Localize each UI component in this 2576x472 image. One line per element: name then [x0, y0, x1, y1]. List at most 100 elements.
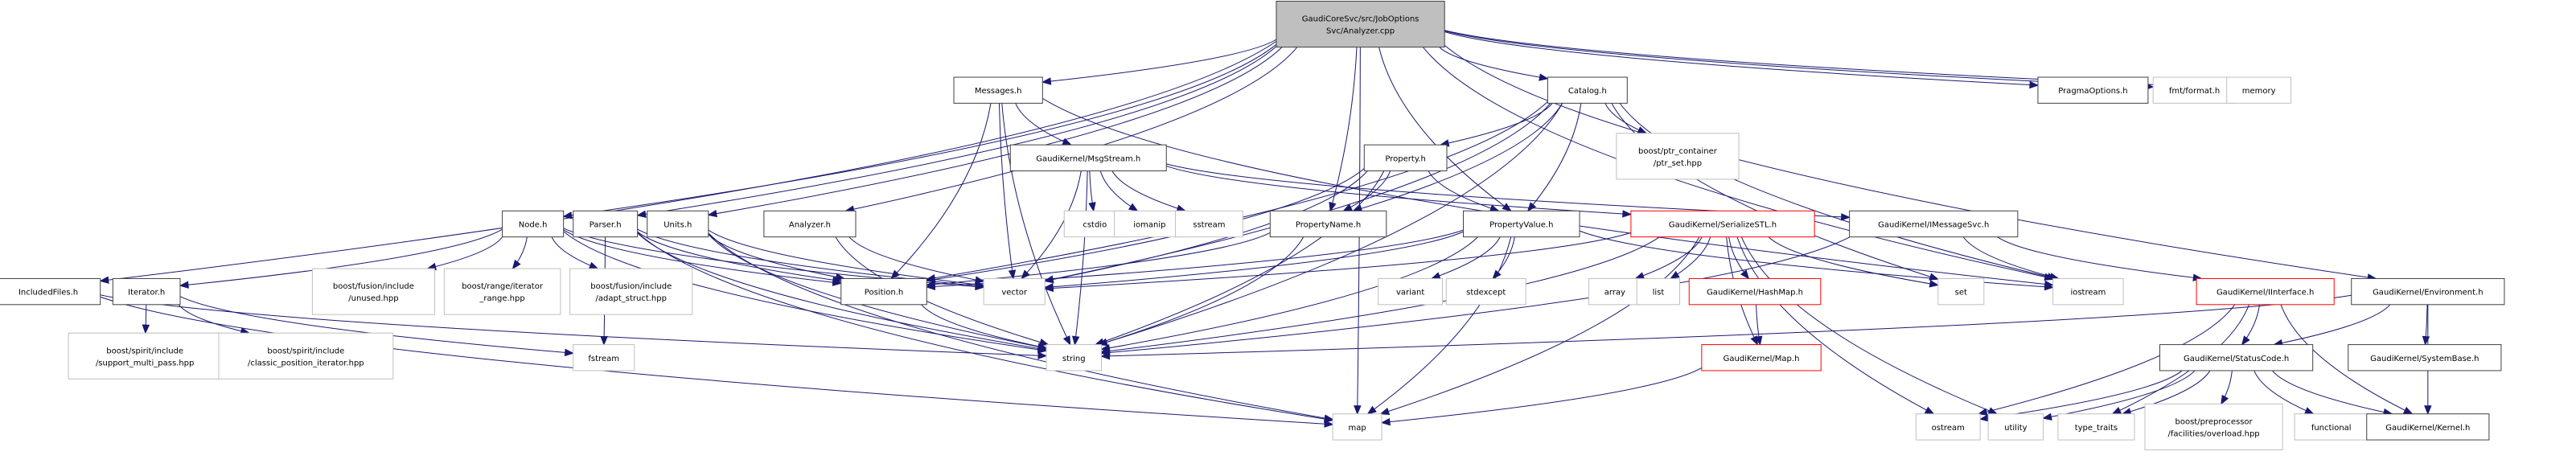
- node-includedfiles[interactable]: IncludedFiles.h: [0, 277, 101, 306]
- node-box: [1445, 277, 1526, 306]
- node-multipass: boost/spirit/include/support_multi_pass.…: [68, 332, 222, 380]
- node-variant: variant: [1378, 277, 1444, 306]
- node-label: stdexcept: [1466, 289, 1506, 298]
- node-environment[interactable]: GaudiKernel/Environment.h: [2351, 277, 2505, 306]
- node-serializestl[interactable]: GaudiKernel/SerializeSTL.h: [1630, 210, 1815, 238]
- node-box: [647, 210, 709, 238]
- edge-root-to-fmtformat: [1444, 30, 2154, 88]
- arrowhead-icon: [1128, 203, 1139, 212]
- node-units[interactable]: Units.h: [647, 210, 709, 238]
- node-systembase[interactable]: GaudiKernel/SystemBase.h: [2348, 344, 2502, 371]
- node-label: boost/fusion/include: [590, 282, 672, 291]
- arrowhead-icon: [1366, 405, 1377, 415]
- edge-property-to-vector: [1045, 170, 1368, 282]
- node-box: [311, 268, 436, 315]
- arrowhead-icon: [142, 324, 150, 335]
- node-label: GaudiKernel/IMessageSvc.h: [1878, 220, 1989, 229]
- node-propertyvalue[interactable]: PropertyValue.h: [1463, 210, 1580, 238]
- node-messages[interactable]: Messages.h: [953, 76, 1043, 104]
- node-label: PropertyValue.h: [1489, 220, 1553, 229]
- edge-imessagesvc-to-iostream: [1962, 236, 2059, 279]
- edge-propertyvalue-to-position: [926, 229, 1464, 288]
- arrowhead-icon: [636, 210, 647, 218]
- node-statuscode[interactable]: GaudiKernel/StatusCode.h: [2159, 344, 2314, 371]
- arrowhead-icon: [1072, 335, 1080, 346]
- edge-catalog-to-set: [1611, 103, 1938, 280]
- node-label: sstream: [1193, 220, 1225, 229]
- node-sstream: sstream: [1175, 210, 1243, 238]
- node-property[interactable]: Property.h: [1363, 144, 1448, 172]
- node-label: boost/preprocessor: [2175, 417, 2253, 426]
- arrowhead-icon: [562, 211, 573, 220]
- node-analyzer[interactable]: Analyzer.h: [763, 210, 857, 238]
- edge-statuscode-to-functional: [2253, 370, 2314, 415]
- node-box: [2159, 344, 2314, 371]
- arrowhead-icon: [1324, 420, 1334, 428]
- node-box: [983, 277, 1046, 306]
- node-imessagesvc[interactable]: GaudiKernel/IMessageSvc.h: [1849, 210, 2019, 238]
- node-box: [573, 344, 635, 371]
- node-box: [2196, 277, 2335, 306]
- node-box: [2037, 76, 2149, 104]
- node-iinterface[interactable]: GaudiKernel/IInterface.h: [2196, 277, 2335, 306]
- arrowhead-icon: [1100, 352, 1111, 360]
- arrowhead-icon: [1097, 338, 1108, 347]
- node-kernel[interactable]: GaudiKernel/Kernel.h: [2366, 413, 2490, 441]
- node-hashmap[interactable]: GaudiKernel/HashMap.h: [1688, 277, 1822, 306]
- node-label: ostream: [1932, 424, 1965, 433]
- node-box: [1175, 210, 1243, 238]
- node-parser[interactable]: Parser.h: [573, 210, 639, 238]
- node-label: Position.h: [865, 289, 903, 298]
- node-box: [1915, 413, 1981, 441]
- node-label: boost/fusion/include: [333, 282, 414, 291]
- node-label: /unused.hpp: [348, 294, 398, 303]
- arrowhead-icon: [564, 348, 575, 357]
- node-iterator[interactable]: Iterator.h: [112, 277, 181, 306]
- node-array: array: [1588, 277, 1641, 306]
- node-root[interactable]: GaudiCoreSvc/src/JobOptionsSvc/Analyzer.…: [1276, 1, 1445, 48]
- node-box: [2226, 76, 2292, 104]
- node-position[interactable]: Position.h: [840, 277, 927, 306]
- node-msgstream[interactable]: GaudiKernel/MsgStream.h: [1009, 144, 1167, 172]
- arrowhead-icon: [512, 259, 521, 270]
- edge-msgstream-to-string: [1074, 170, 1088, 345]
- node-label: Analyzer.h: [789, 220, 831, 229]
- edge-root-to-pragmaoptions: [1444, 31, 2038, 86]
- node-label: set: [1955, 289, 1967, 298]
- arrowhead-icon: [179, 281, 189, 289]
- node-box: [1332, 413, 1382, 441]
- node-catalog[interactable]: Catalog.h: [1547, 76, 1628, 104]
- node-node[interactable]: Node.h: [502, 210, 565, 238]
- edge-root-to-environment: [1444, 44, 2377, 279]
- node-box: [573, 210, 639, 238]
- arrowhead-icon: [925, 275, 936, 284]
- node-pragmaoptions[interactable]: PragmaOptions.h: [2037, 76, 2149, 104]
- edge-units-to-position: [708, 233, 844, 279]
- node-propertyname[interactable]: PropertyName.h: [1269, 210, 1387, 238]
- edge-catalog-to-position: [926, 101, 1548, 280]
- node-label: type_traits: [2075, 424, 2118, 433]
- arrowhead-icon: [1670, 270, 1680, 280]
- node-box: [1849, 210, 2019, 238]
- node-label: boost/spirit/include: [106, 347, 183, 355]
- node-box: [1378, 277, 1444, 306]
- node-box: [953, 76, 1043, 104]
- node-unused: boost/fusion/include/unused.hpp: [311, 268, 436, 315]
- node-label: string: [1062, 355, 1086, 363]
- node-box: [1046, 344, 1102, 371]
- edge-msgstream-to-vector: [1021, 170, 1082, 279]
- node-label: Iterator.h: [128, 289, 165, 298]
- edge-root-to-parser: [637, 46, 1277, 216]
- edge-serializestl-to-set: [1768, 236, 1938, 286]
- arrowhead-icon: [1492, 269, 1502, 280]
- node-box: [2057, 413, 2135, 441]
- edge-root-to-messages: [1042, 39, 1277, 83]
- arrowhead-icon: [2304, 407, 2315, 415]
- node-iostream: iostream: [2052, 277, 2124, 306]
- arrowhead-icon: [1755, 335, 1763, 346]
- node-box: [2294, 413, 2369, 441]
- edge-root-to-propertyvalue: [1378, 47, 1512, 211]
- edge-statuscode-to-utility: [2043, 370, 2196, 419]
- node-map[interactable]: GaudiKernel/Map.h: [1701, 344, 1822, 371]
- edge-msgstream-to-serializestl: [1166, 165, 1631, 215]
